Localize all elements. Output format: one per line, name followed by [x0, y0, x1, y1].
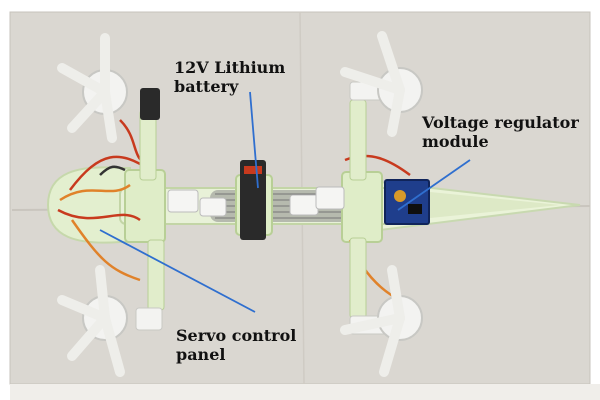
voltage-regulator-label: Voltage regulator module — [422, 113, 579, 151]
regulator-pointer-line — [397, 159, 471, 211]
battery-label-line-2: battery — [174, 77, 239, 96]
battery-label: 12V Lithium battery — [174, 58, 285, 96]
servo-control-panel-label-line-1: Servo control — [176, 326, 297, 345]
voltage-regulator-label-line-2: module — [422, 132, 489, 151]
servo-pointer-line — [99, 229, 256, 313]
battery-pointer-line — [249, 91, 259, 189]
battery-label-line-1: 12V Lithium — [174, 58, 286, 77]
servo-control-panel-label: Servo control panel — [176, 326, 296, 364]
voltage-regulator-label-line-1: Voltage regulator — [422, 113, 579, 132]
servo-control-panel-label-line-2: panel — [176, 345, 226, 364]
